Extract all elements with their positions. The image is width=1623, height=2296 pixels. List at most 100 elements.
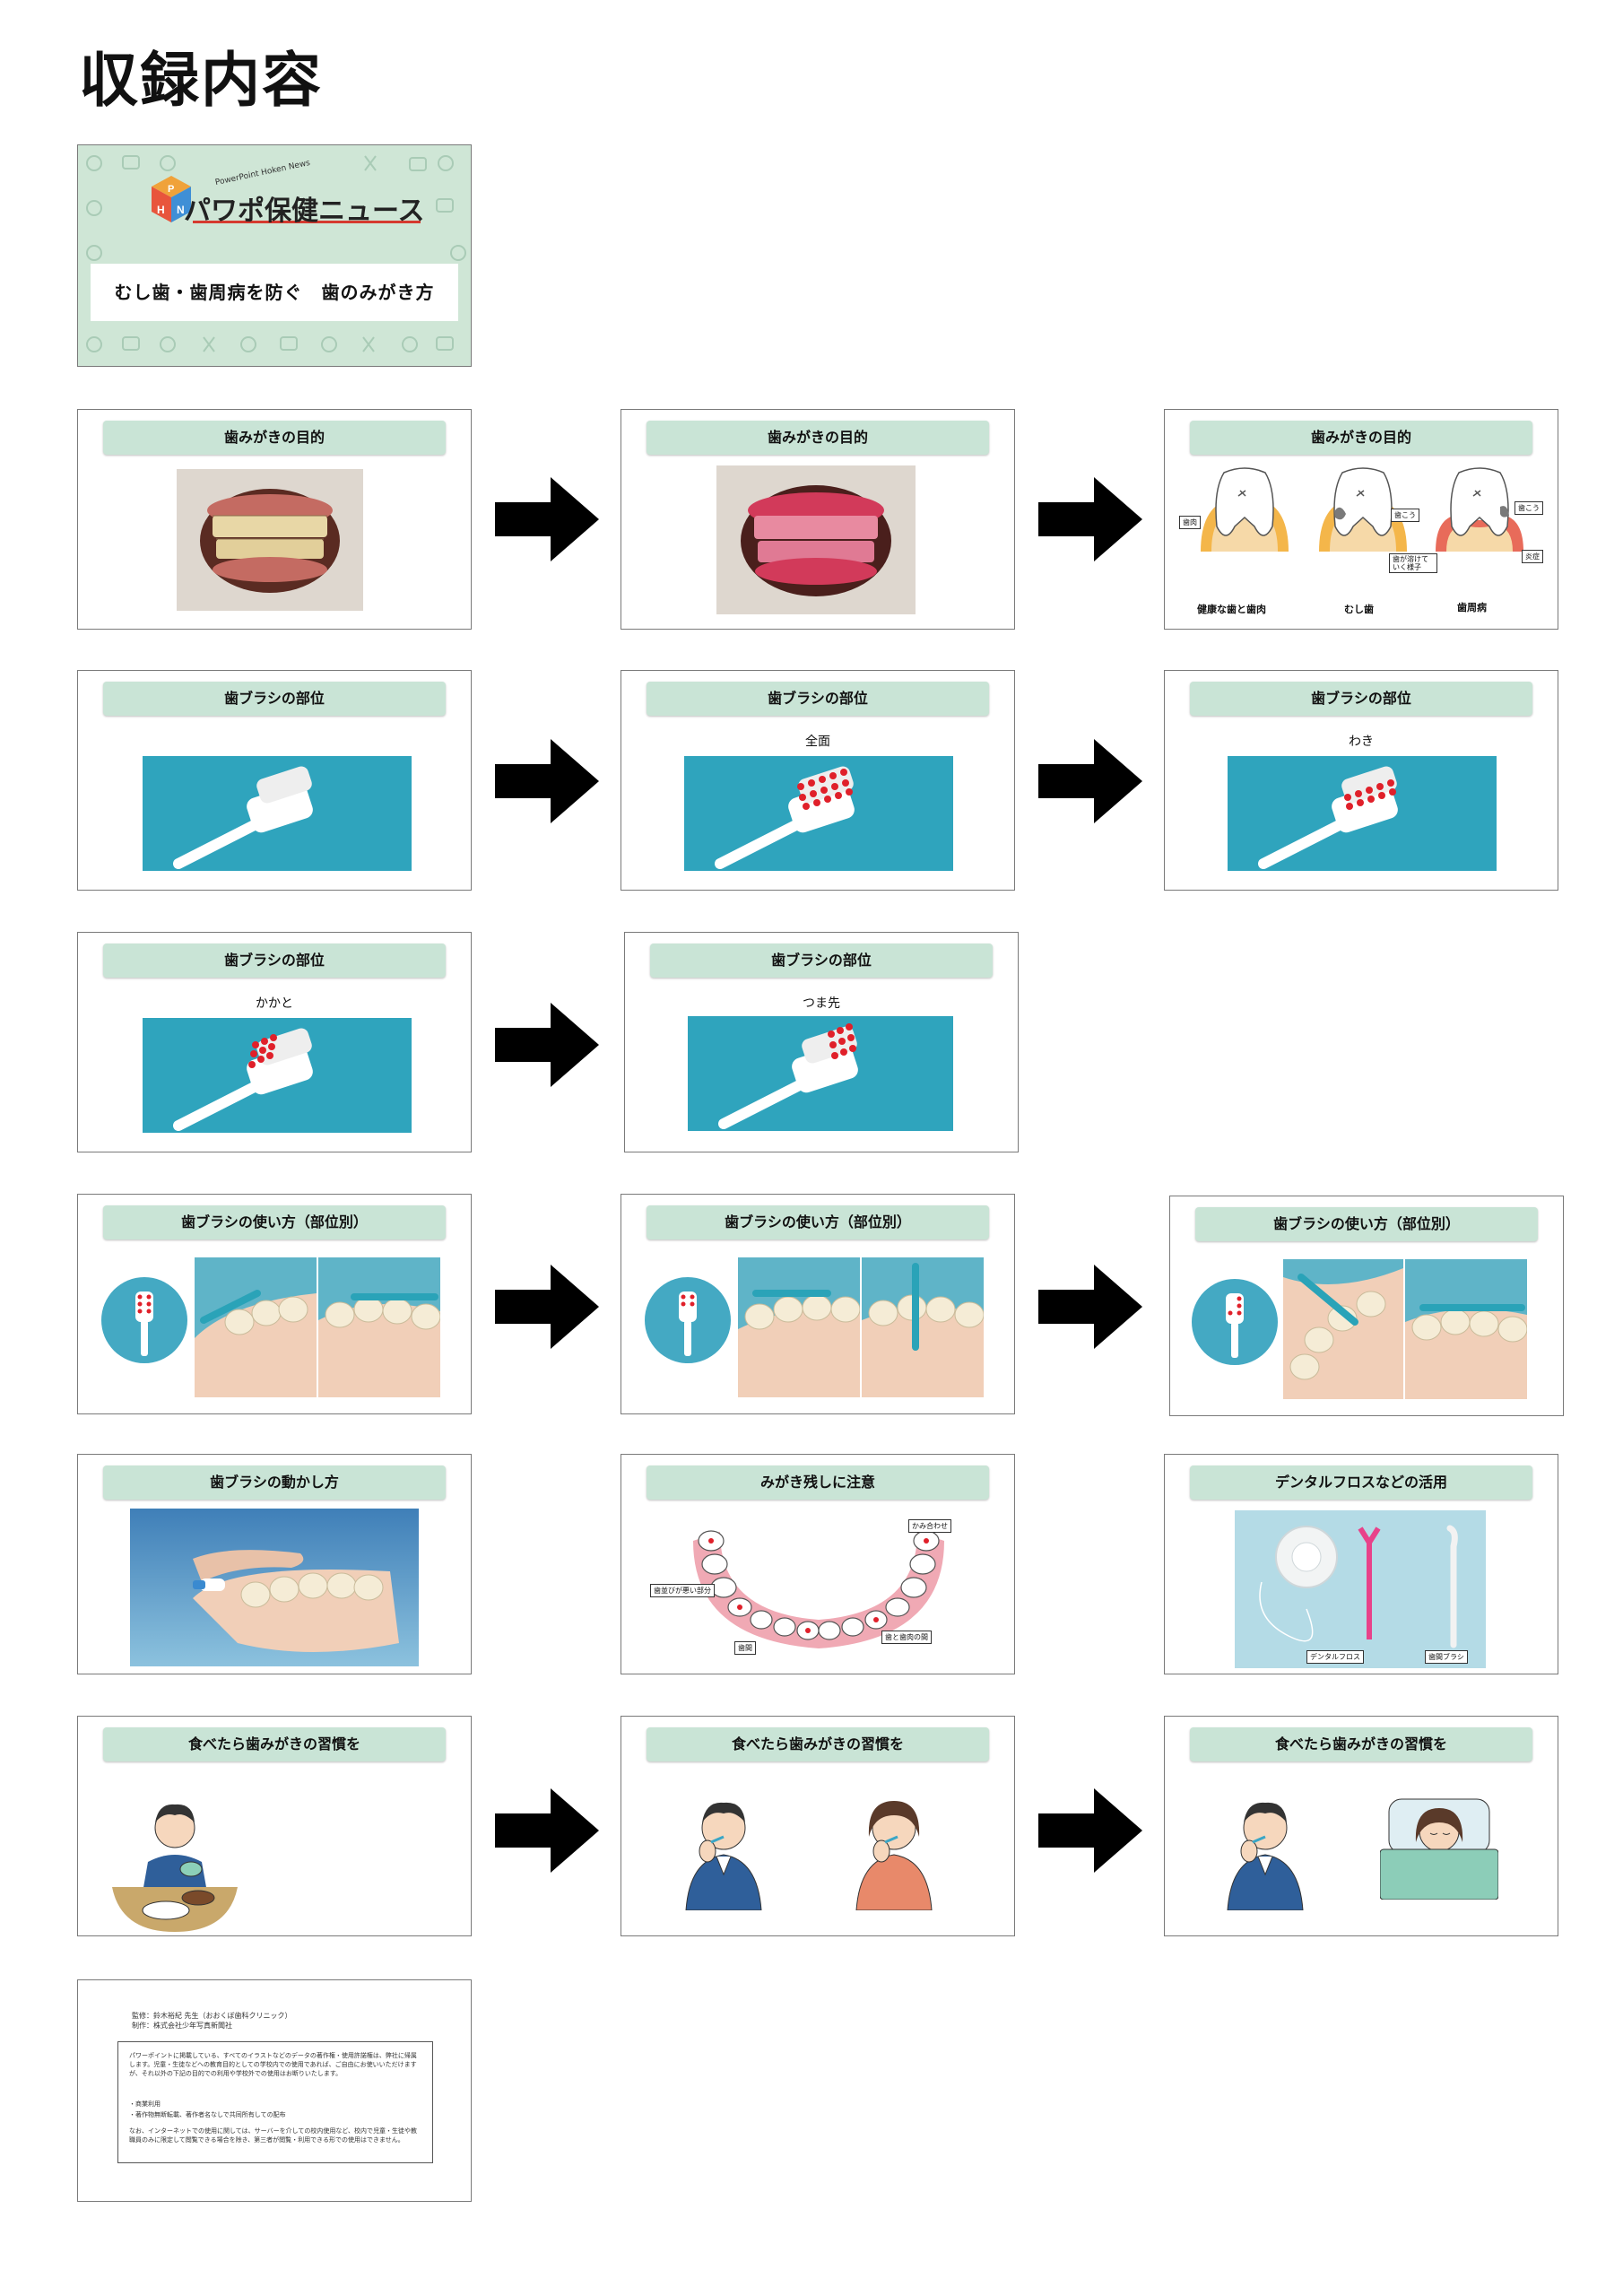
tooth-diagram <box>1201 467 1523 552</box>
teeth-model-photo <box>195 1257 317 1397</box>
brushing-model-photo <box>130 1509 419 1666</box>
slide-title: 歯ブラシの使い方（部位別） <box>647 1205 989 1239</box>
usage-notice-box: パワーポイントに掲載している、すべてのイラストなどのデータの著作権・使用許諾権は… <box>117 2041 433 2163</box>
teeth-model-photo <box>318 1257 440 1397</box>
label-decay: 歯が溶けていく様子 <box>1389 553 1437 573</box>
brush-head-circle <box>1192 1279 1278 1365</box>
arrow-right-icon <box>495 1003 599 1087</box>
cover-slide[interactable]: P H N PowerPoint Hoken News パワポ保健ニュース むし… <box>77 144 472 367</box>
slide-habit-2[interactable]: 食べたら歯みがきの習慣を <box>621 1716 1015 1936</box>
slide-brush-usage-3[interactable]: 歯ブラシの使い方（部位別） <box>1169 1196 1564 1416</box>
slide-title: 歯ブラシの使い方（部位別） <box>103 1205 446 1239</box>
pattern-icons <box>86 155 466 352</box>
label-interdental-brush: 歯間ブラシ <box>1425 1650 1468 1664</box>
logo-cube-icon: P H N <box>152 176 421 223</box>
slide-title: 歯みがきの目的 <box>103 421 446 455</box>
mouth-photo-stained <box>716 465 916 614</box>
label-interdental: 歯間 <box>734 1641 756 1655</box>
slide-title: 歯ブラシの部位 <box>650 944 993 978</box>
slide-title: デンタルフロスなどの活用 <box>1190 1465 1532 1500</box>
slide-title: 歯ブラシの動かし方 <box>103 1465 446 1500</box>
brush-head-circle <box>101 1277 187 1363</box>
toothbrush-photo-toe <box>688 1016 953 1131</box>
boy-brushing-illustration <box>685 1802 762 1910</box>
notice-paragraph: なお、インターネットでの使用に関しては、サーバーを介しての校内使用など、校内で児… <box>129 2127 418 2144</box>
boy-brushing-illustration <box>1227 1802 1304 1910</box>
notice-item: ・商業利用 <box>129 2100 161 2108</box>
arrow-right-icon <box>1038 1788 1142 1873</box>
arrow-right-icon <box>495 739 599 823</box>
slide-subtitle: 全面 <box>805 735 830 749</box>
arrow-right-icon <box>495 477 599 561</box>
slide-title: みがき残しに注意 <box>647 1465 989 1500</box>
slide-title: 歯ブラシの使い方（部位別） <box>1195 1207 1538 1241</box>
caption-cavity: むし歯 <box>1344 604 1374 615</box>
caption-periodontal: 歯周病 <box>1457 602 1487 613</box>
slide-brush-parts-2[interactable]: 歯ブラシの部位 全面 <box>621 670 1015 891</box>
floss-photo <box>1235 1510 1486 1668</box>
slide-purpose-1[interactable]: 歯みがきの目的 <box>77 409 472 630</box>
label-dental-floss: デンタルフロス <box>1306 1650 1364 1664</box>
credit-supervisor: 監修：鈴木裕紀 先生（おおくぼ歯科クリニック） <box>132 2012 292 2020</box>
dental-arch-diagram <box>693 1530 944 1648</box>
slide-subtitle: かかと <box>256 996 293 1011</box>
teeth-model-photo <box>1283 1259 1403 1399</box>
svg-text:H: H <box>157 204 165 216</box>
slide-subtitle: つま先 <box>803 996 840 1011</box>
label-occlusal: かみ合わせ <box>908 1519 951 1533</box>
teeth-model-photo <box>862 1257 984 1397</box>
credits-slide[interactable]: 監修：鈴木裕紀 先生（おおくぼ歯科クリニック） 制作：株式会社少年写真新聞社 パ… <box>77 1979 472 2202</box>
sleeping-girl-illustration <box>1380 1798 1498 1900</box>
label-gum: 歯肉 <box>1179 516 1201 529</box>
slide-brush-usage-2[interactable]: 歯ブラシの使い方（部位別） <box>621 1194 1015 1414</box>
slide-habit-1[interactable]: 食べたら歯みがきの習慣を <box>77 1716 472 1936</box>
slide-title: 食べたら歯みがきの習慣を <box>647 1727 989 1761</box>
page-title: 収録内容 <box>79 46 323 115</box>
toothbrush-photo-heel <box>143 1018 412 1133</box>
credits-lines: 監修：鈴木裕紀 先生（おおくぼ歯科クリニック） 制作：株式会社少年写真新聞社 <box>132 2011 292 2031</box>
slide-purpose-3[interactable]: 歯みがきの目的 歯肉 歯こう 歯が溶けていく様子 歯こう 炎症 健康な歯と歯肉 … <box>1164 409 1558 630</box>
cover-title: むし歯・歯周病を防ぐ 歯のみがき方 <box>114 282 435 303</box>
slide-title: 歯ブラシの部位 <box>103 682 446 716</box>
label-plaque-2: 歯こう <box>1515 501 1543 515</box>
slide-habit-3[interactable]: 食べたら歯みがきの習慣を <box>1164 1716 1558 1936</box>
slide-title: 歯みがきの目的 <box>647 421 989 455</box>
teeth-model-photo <box>738 1257 860 1397</box>
label-misaligned: 歯並びが悪い部分 <box>650 1584 715 1597</box>
svg-text:N: N <box>177 204 185 216</box>
arrow-right-icon <box>1038 739 1142 823</box>
mouth-photo <box>177 469 363 611</box>
slide-brush-usage-1[interactable]: 歯ブラシの使い方（部位別） <box>77 1194 472 1414</box>
slide-title: 食べたら歯みがきの習慣を <box>1190 1727 1532 1761</box>
caption-healthy: 健康な歯と歯肉 <box>1197 604 1266 615</box>
slide-brush-parts-4[interactable]: 歯ブラシの部位 かかと <box>77 932 472 1152</box>
slide-title: 歯ブラシの部位 <box>103 944 446 978</box>
slide-purpose-2[interactable]: 歯みがきの目的 <box>621 409 1015 630</box>
slide-title: 食べたら歯みがきの習慣を <box>103 1727 446 1761</box>
arrow-right-icon <box>495 1265 599 1349</box>
notice-item: ・著作物無断転載、著作者名なしで共同所有しての配布 <box>129 2111 286 2118</box>
slide-title: 歯ブラシの部位 <box>647 682 989 716</box>
credit-producer: 制作：株式会社少年写真新聞社 <box>132 2022 232 2030</box>
toothbrush-photo-side <box>1228 756 1497 871</box>
slide-brush-parts-5[interactable]: 歯ブラシの部位 つま先 <box>624 932 1019 1152</box>
slide-brush-parts-3[interactable]: 歯ブラシの部位 わき <box>1164 670 1558 891</box>
svg-text:P: P <box>168 184 174 195</box>
slide-brush-parts-1[interactable]: 歯ブラシの部位 <box>77 670 472 891</box>
slide-brush-motion[interactable]: 歯ブラシの動かし方 <box>77 1454 472 1674</box>
arrow-right-icon <box>1038 1265 1142 1349</box>
cover-title-box: むし歯・歯周病を防ぐ 歯のみがき方 <box>91 264 458 321</box>
notice-paragraph: パワーポイントに掲載している、すべてのイラストなどのデータの著作権・使用許諾権は… <box>129 2052 417 2077</box>
slide-title: 歯みがきの目的 <box>1190 421 1532 455</box>
eating-person-illustration <box>112 1804 238 1932</box>
slide-subtitle: わき <box>1349 735 1374 749</box>
label-plaque: 歯こう <box>1391 509 1419 522</box>
slide-floss[interactable]: デンタルフロスなどの活用 デンタルフロス 歯間ブラシ <box>1164 1454 1558 1674</box>
girl-brushing-illustration <box>855 1801 933 1910</box>
arrow-right-icon <box>495 1788 599 1873</box>
brush-head-circle <box>645 1277 731 1363</box>
arrow-right-icon <box>1038 477 1142 561</box>
label-gumline: 歯と歯肉の間 <box>881 1631 932 1644</box>
slide-title: 歯ブラシの部位 <box>1190 682 1532 716</box>
slide-missed-spots[interactable]: みがき残しに注意 かみ合わせ 歯並びが悪い部分 歯と歯肉の間 歯間 <box>621 1454 1015 1674</box>
